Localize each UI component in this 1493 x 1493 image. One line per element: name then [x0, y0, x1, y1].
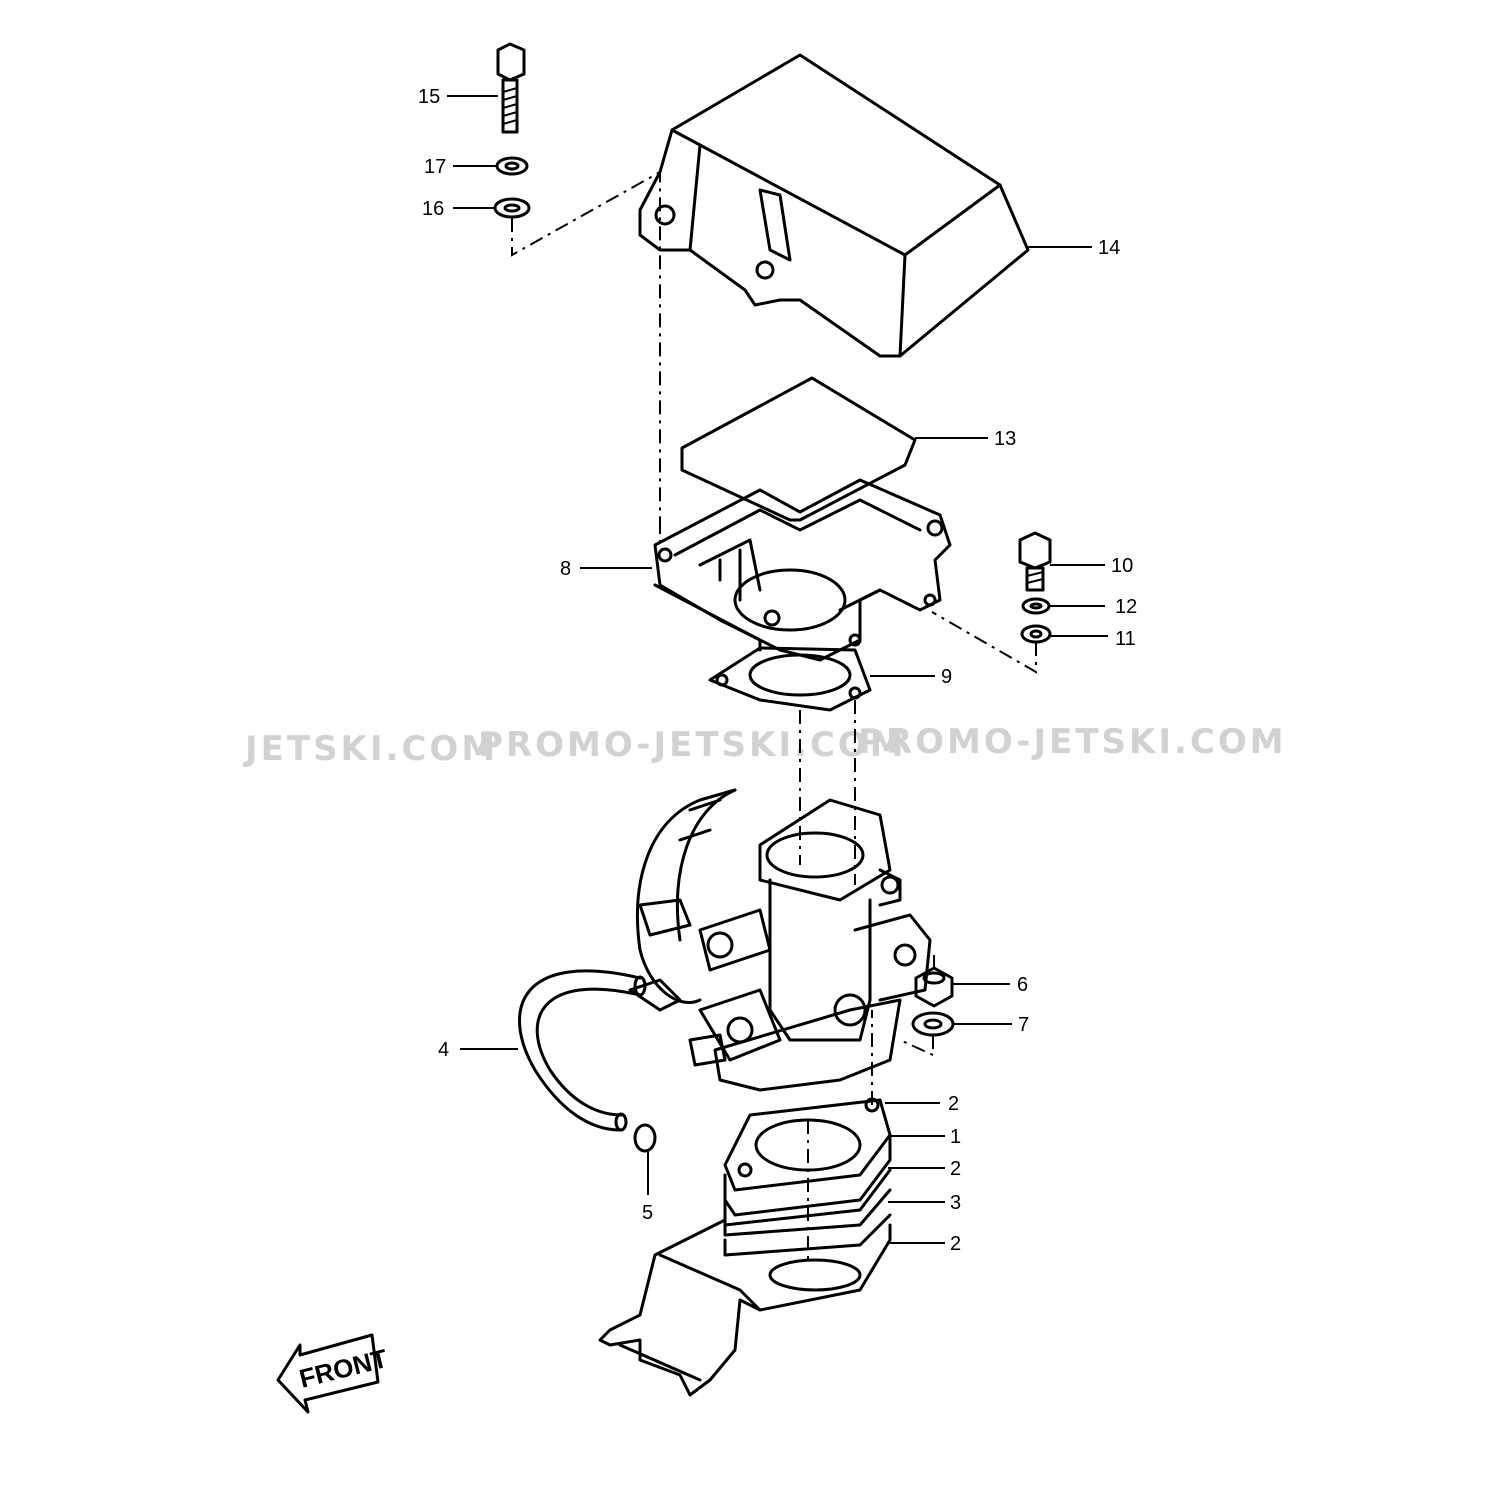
callout-1: 1	[950, 1126, 961, 1148]
callout-2-middle: 2	[950, 1158, 961, 1180]
assembly-line-15	[511, 170, 661, 520]
callout-17: 17	[424, 156, 446, 178]
callout-12: 12	[1115, 596, 1137, 618]
carburetor	[628, 788, 932, 1092]
clamp-5	[633, 1123, 657, 1153]
assembly-line-10	[931, 611, 1037, 674]
gasket-2-upper	[723, 1097, 892, 1192]
callout-9: 9	[941, 666, 952, 688]
washer-11	[1020, 624, 1052, 644]
assembly-line-6	[899, 955, 935, 1057]
leader-lines	[447, 95, 1108, 1244]
insulator-1	[723, 1133, 892, 1217]
assembly-line-9	[799, 700, 856, 885]
callout-11: 11	[1115, 628, 1136, 650]
air-cleaner-cover-14	[638, 53, 1030, 358]
watermark-3: PROMO-JETSKI.COM	[858, 722, 1287, 762]
fuel-hose-4	[518, 969, 647, 1132]
filter-element-13	[680, 376, 917, 522]
bolt-10	[1018, 531, 1052, 592]
callout-3: 3	[950, 1192, 961, 1214]
filter-base-8	[653, 478, 952, 662]
washer-16	[493, 197, 531, 219]
callout-2-lower: 2	[950, 1233, 961, 1255]
spacer-3	[723, 1188, 892, 1237]
nut-6	[914, 966, 954, 1008]
mounting-bracket	[598, 1218, 892, 1397]
gasket-9	[708, 646, 872, 712]
callout-13: 13	[994, 428, 1016, 450]
bolt-15	[496, 42, 526, 134]
callout-4: 4	[438, 1039, 449, 1061]
watermark-2: PROMO-JETSKI.COM	[478, 725, 907, 765]
spring-washer-12	[1021, 597, 1051, 615]
gasket-2-lower	[723, 1213, 892, 1257]
spring-washer-17	[495, 156, 529, 176]
callout-16: 16	[422, 198, 444, 220]
callout-14: 14	[1098, 237, 1120, 259]
callout-10: 10	[1111, 555, 1133, 577]
washer-7	[911, 1011, 955, 1037]
callout-8: 8	[560, 558, 571, 580]
assembly-line-2	[807, 1010, 873, 1260]
watermark-1: JETSKI.COM	[243, 729, 498, 769]
callout-7: 7	[1018, 1014, 1029, 1036]
front-arrow-icon: FRONT	[276, 1333, 390, 1414]
callout-5: 5	[642, 1202, 653, 1224]
callout-15: 15	[418, 86, 440, 108]
callout-2-upper: 2	[948, 1093, 959, 1115]
callout-6: 6	[1017, 974, 1028, 996]
